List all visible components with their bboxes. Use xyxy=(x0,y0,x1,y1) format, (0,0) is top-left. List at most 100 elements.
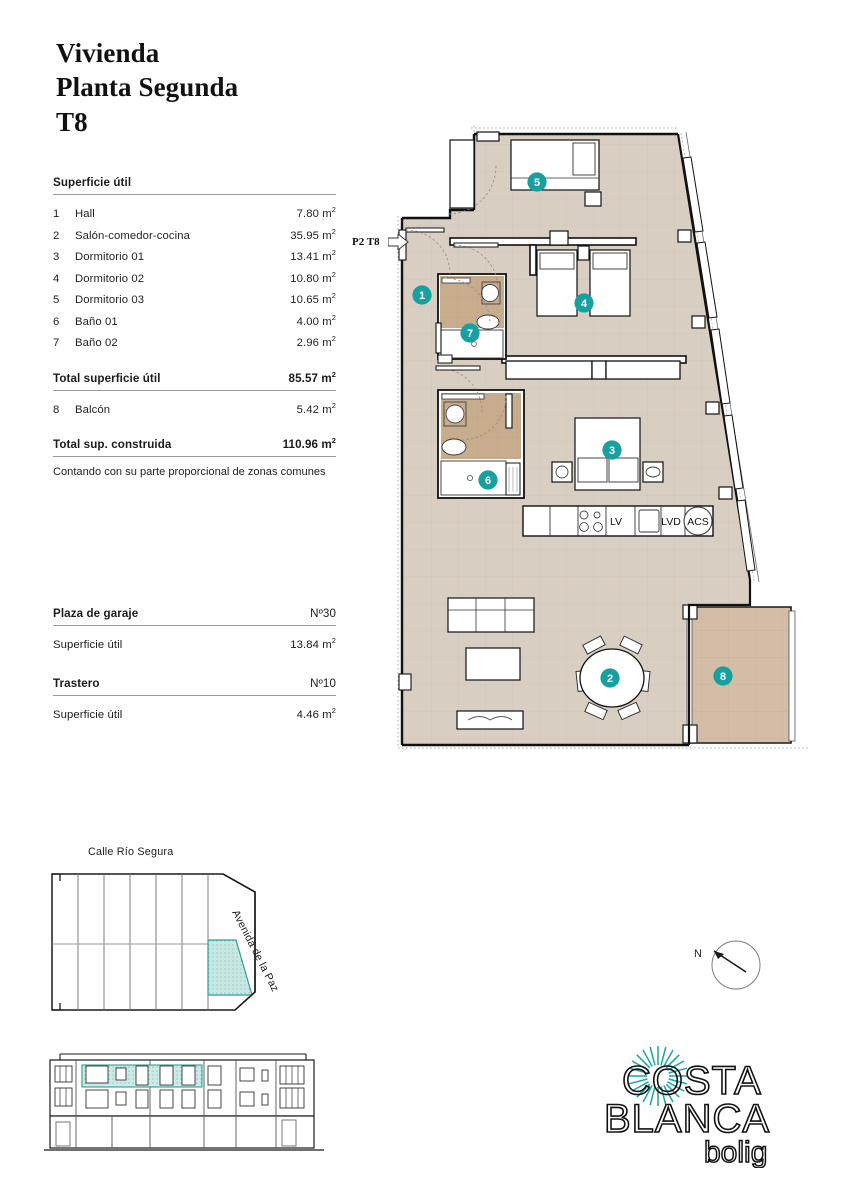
built-area-label: Total sup. construida xyxy=(53,438,172,451)
balcony-name: Balcón xyxy=(75,403,111,416)
useful-area-heading: Superficie útil xyxy=(53,176,336,195)
room-name: Dormitorio 02 xyxy=(75,272,145,285)
room-row: 7 Baño 02 2.96 m2 xyxy=(53,333,336,355)
diagonal-facade xyxy=(676,131,760,583)
svg-text:3: 3 xyxy=(609,445,615,457)
storage-area-row: Superficie útil 4.46 m2 xyxy=(53,705,336,721)
room-area: 4.00 m2 xyxy=(296,312,336,328)
entrance-arrow-icon xyxy=(388,234,409,250)
sunburst-icon xyxy=(628,1046,688,1106)
building-elevation xyxy=(40,1038,335,1156)
corridor-doors xyxy=(435,165,499,413)
balcony-return-wall xyxy=(687,580,752,745)
garage-area-value: 13.84 m2 xyxy=(290,635,336,651)
built-area-note: Contando con su parte proporcional de zo… xyxy=(53,466,326,478)
title-line-floor: Planta Segunda xyxy=(56,72,239,103)
storage-number: Nº10 xyxy=(310,676,336,690)
balcony-row: 8 Balcón 5.42 m2 xyxy=(53,400,336,422)
room-index: 3 xyxy=(53,251,60,263)
garage-label: Plaza de garaje xyxy=(53,606,139,620)
room-marker-4: 4 xyxy=(574,293,594,313)
bedroom-03-furniture xyxy=(510,139,602,207)
kitchen-counter xyxy=(522,505,714,537)
appliance-label-lvd: LVD xyxy=(661,516,681,528)
room-area: 7.80 m2 xyxy=(296,205,336,220)
room-area: 35.95 m2 xyxy=(290,226,336,242)
room-marker-5: 5 xyxy=(527,172,547,192)
garage-area-row: Superficie útil 13.84 m2 xyxy=(53,635,336,651)
total-useful-area-label: Total superficie útil xyxy=(53,371,161,385)
total-useful-area-row: Total superficie útil 85.57 m2 xyxy=(53,369,336,391)
wardrobe-bedroom-02 xyxy=(505,360,681,380)
entrance-label: P2 T8 xyxy=(352,236,380,248)
storage-area-label: Superficie útil xyxy=(53,708,123,721)
site-plan: Calle Río Segura Avenida de la Paz xyxy=(40,840,340,1035)
room-index: 1 xyxy=(53,208,60,220)
room-row: 5 Dormitorio 03 10.65 m2 xyxy=(53,290,336,312)
page-title: Vivienda Planta Segunda T8 xyxy=(56,36,386,139)
plan-boundary xyxy=(397,126,808,749)
room-row: 4 Dormitorio 02 10.80 m2 xyxy=(53,269,336,291)
storage-area-value: 4.46 m2 xyxy=(296,705,336,721)
title-line-unit: T8 xyxy=(56,106,88,137)
closet-bedroom-03 xyxy=(449,131,500,209)
appliance-label-acs: ACS xyxy=(687,516,709,528)
logo-text-bolig: bolig xyxy=(704,1136,767,1168)
logo-text-costa: COSTA xyxy=(622,1059,762,1103)
room-area: 13.41 m2 xyxy=(290,248,336,263)
appliance-labels: LV LVD ACS xyxy=(610,516,709,528)
compass-north-label: N xyxy=(694,948,702,960)
compass-rose: N xyxy=(694,930,774,1000)
total-useful-area-value: 85.57 m2 xyxy=(288,369,336,385)
bedroom-01-furniture xyxy=(551,417,664,491)
room-row: 2 Salón-comedor-cocina 35.95 m2 xyxy=(53,226,336,248)
room-marker-8: 8 xyxy=(713,666,733,686)
svg-text:7: 7 xyxy=(467,328,473,340)
storage-label: Trastero xyxy=(53,676,100,690)
svg-text:2: 2 xyxy=(607,673,613,685)
room-marker-7: 7 xyxy=(460,323,480,343)
brand-logo: COSTA BLANCA bolig xyxy=(596,1040,796,1170)
room-marker-1: 1 xyxy=(412,285,432,305)
room-name: Baño 01 xyxy=(75,315,118,328)
room-name: Dormitorio 01 xyxy=(75,251,145,263)
room-row: 3 Dormitorio 01 13.41 m2 xyxy=(53,247,336,269)
built-area-row: Total sup. construida 110.96 m2 xyxy=(53,436,336,457)
useful-area-heading-label: Superficie útil xyxy=(53,176,132,189)
room-markers: 1 2 3 4 5 6 7 8 xyxy=(412,172,733,688)
room-index: 6 xyxy=(53,315,60,328)
street-label-top: Calle Río Segura xyxy=(88,846,174,858)
garage-area-label: Superficie útil xyxy=(53,638,123,651)
garage-number: Nº30 xyxy=(310,606,336,620)
room-name: Salón-comedor-cocina xyxy=(75,229,191,242)
room-name: Dormitorio 03 xyxy=(75,294,145,306)
living-room-furniture xyxy=(447,597,535,730)
room-area: 10.80 m2 xyxy=(290,269,336,285)
room-list: 1 Hall 7.80 m2 2 Salón-comedor-cocina 35… xyxy=(53,204,336,355)
bedroom-02-furniture xyxy=(536,230,631,317)
bathroom-02 xyxy=(435,273,507,364)
svg-text:4: 4 xyxy=(581,298,588,310)
room-name: Hall xyxy=(75,208,95,220)
balcony-area xyxy=(682,604,796,744)
room-marker-2: 2 xyxy=(600,668,620,688)
svg-text:1: 1 xyxy=(419,290,425,302)
appliance-label-lv: LV xyxy=(610,516,622,528)
room-name: Baño 02 xyxy=(75,337,118,349)
title-line-vivienda: Vivienda xyxy=(56,38,160,68)
svg-text:5: 5 xyxy=(534,177,540,189)
compass-circle xyxy=(711,940,761,990)
built-area-value: 110.96 m2 xyxy=(282,436,336,451)
room-marker-6: 6 xyxy=(478,470,498,490)
svg-text:6: 6 xyxy=(485,475,491,487)
room-area: 10.65 m2 xyxy=(290,291,336,306)
room-row: 1 Hall 7.80 m2 xyxy=(53,204,336,226)
balcony-index: 8 xyxy=(53,403,60,416)
room-index: 2 xyxy=(53,229,60,242)
storage-heading: Trastero Nº10 xyxy=(53,677,336,696)
room-index: 7 xyxy=(53,337,60,349)
svg-text:8: 8 xyxy=(720,671,726,683)
garage-heading: Plaza de garaje Nº30 xyxy=(53,607,336,626)
logo-text-blanca: BLANCA xyxy=(604,1097,770,1141)
room-index: 4 xyxy=(53,272,60,285)
